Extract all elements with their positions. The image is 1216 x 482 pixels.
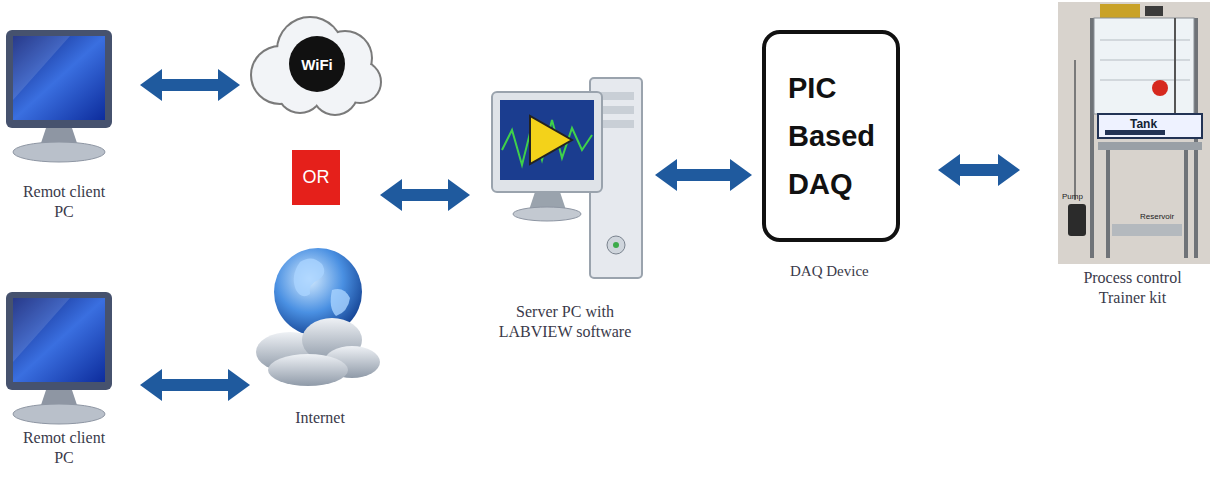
daq-caption: DAQ Device [790, 262, 869, 281]
client-pc: Remot client PC [0, 22, 128, 222]
wifi-text: WiFi [301, 56, 333, 73]
client-pc: Remot client PC [0, 282, 128, 468]
server-pc: Server PC with LABVIEW software [485, 72, 645, 342]
daq-title: PIC Based DAQ [788, 64, 886, 208]
internet-globe [256, 248, 380, 386]
node-caption: Process control Trainer kit [1073, 268, 1193, 308]
double-arrow [938, 154, 1020, 186]
monitor-icon [6, 292, 112, 424]
photo-label: Pump [1062, 192, 1083, 201]
double-arrow [140, 69, 240, 101]
daq-box: PIC Based DAQDAQ Device [762, 30, 900, 242]
double-arrow [140, 369, 250, 401]
node-caption: Remot client PC [17, 182, 112, 222]
trainer-kit: Process control Trainer kit [1055, 2, 1210, 308]
monitor-icon [6, 30, 112, 162]
node-caption: Server PC with LABVIEW software [495, 302, 635, 342]
internet-node: Internet [262, 240, 378, 428]
server-pc-icon [492, 78, 642, 278]
double-arrow [380, 179, 470, 211]
node-caption: Remot client PC [17, 428, 112, 468]
or-text: OR [303, 167, 330, 188]
wifi-cloud: WiFi [252, 10, 382, 118]
node-caption: Internet [265, 408, 375, 428]
trainer-kit-photo [1058, 2, 1210, 264]
or-box: OR [292, 150, 340, 205]
wifi-cloud [252, 18, 380, 114]
double-arrow [655, 159, 752, 191]
photo-label: Tank [1130, 117, 1157, 131]
photo-label: Reservoir [1140, 212, 1174, 221]
